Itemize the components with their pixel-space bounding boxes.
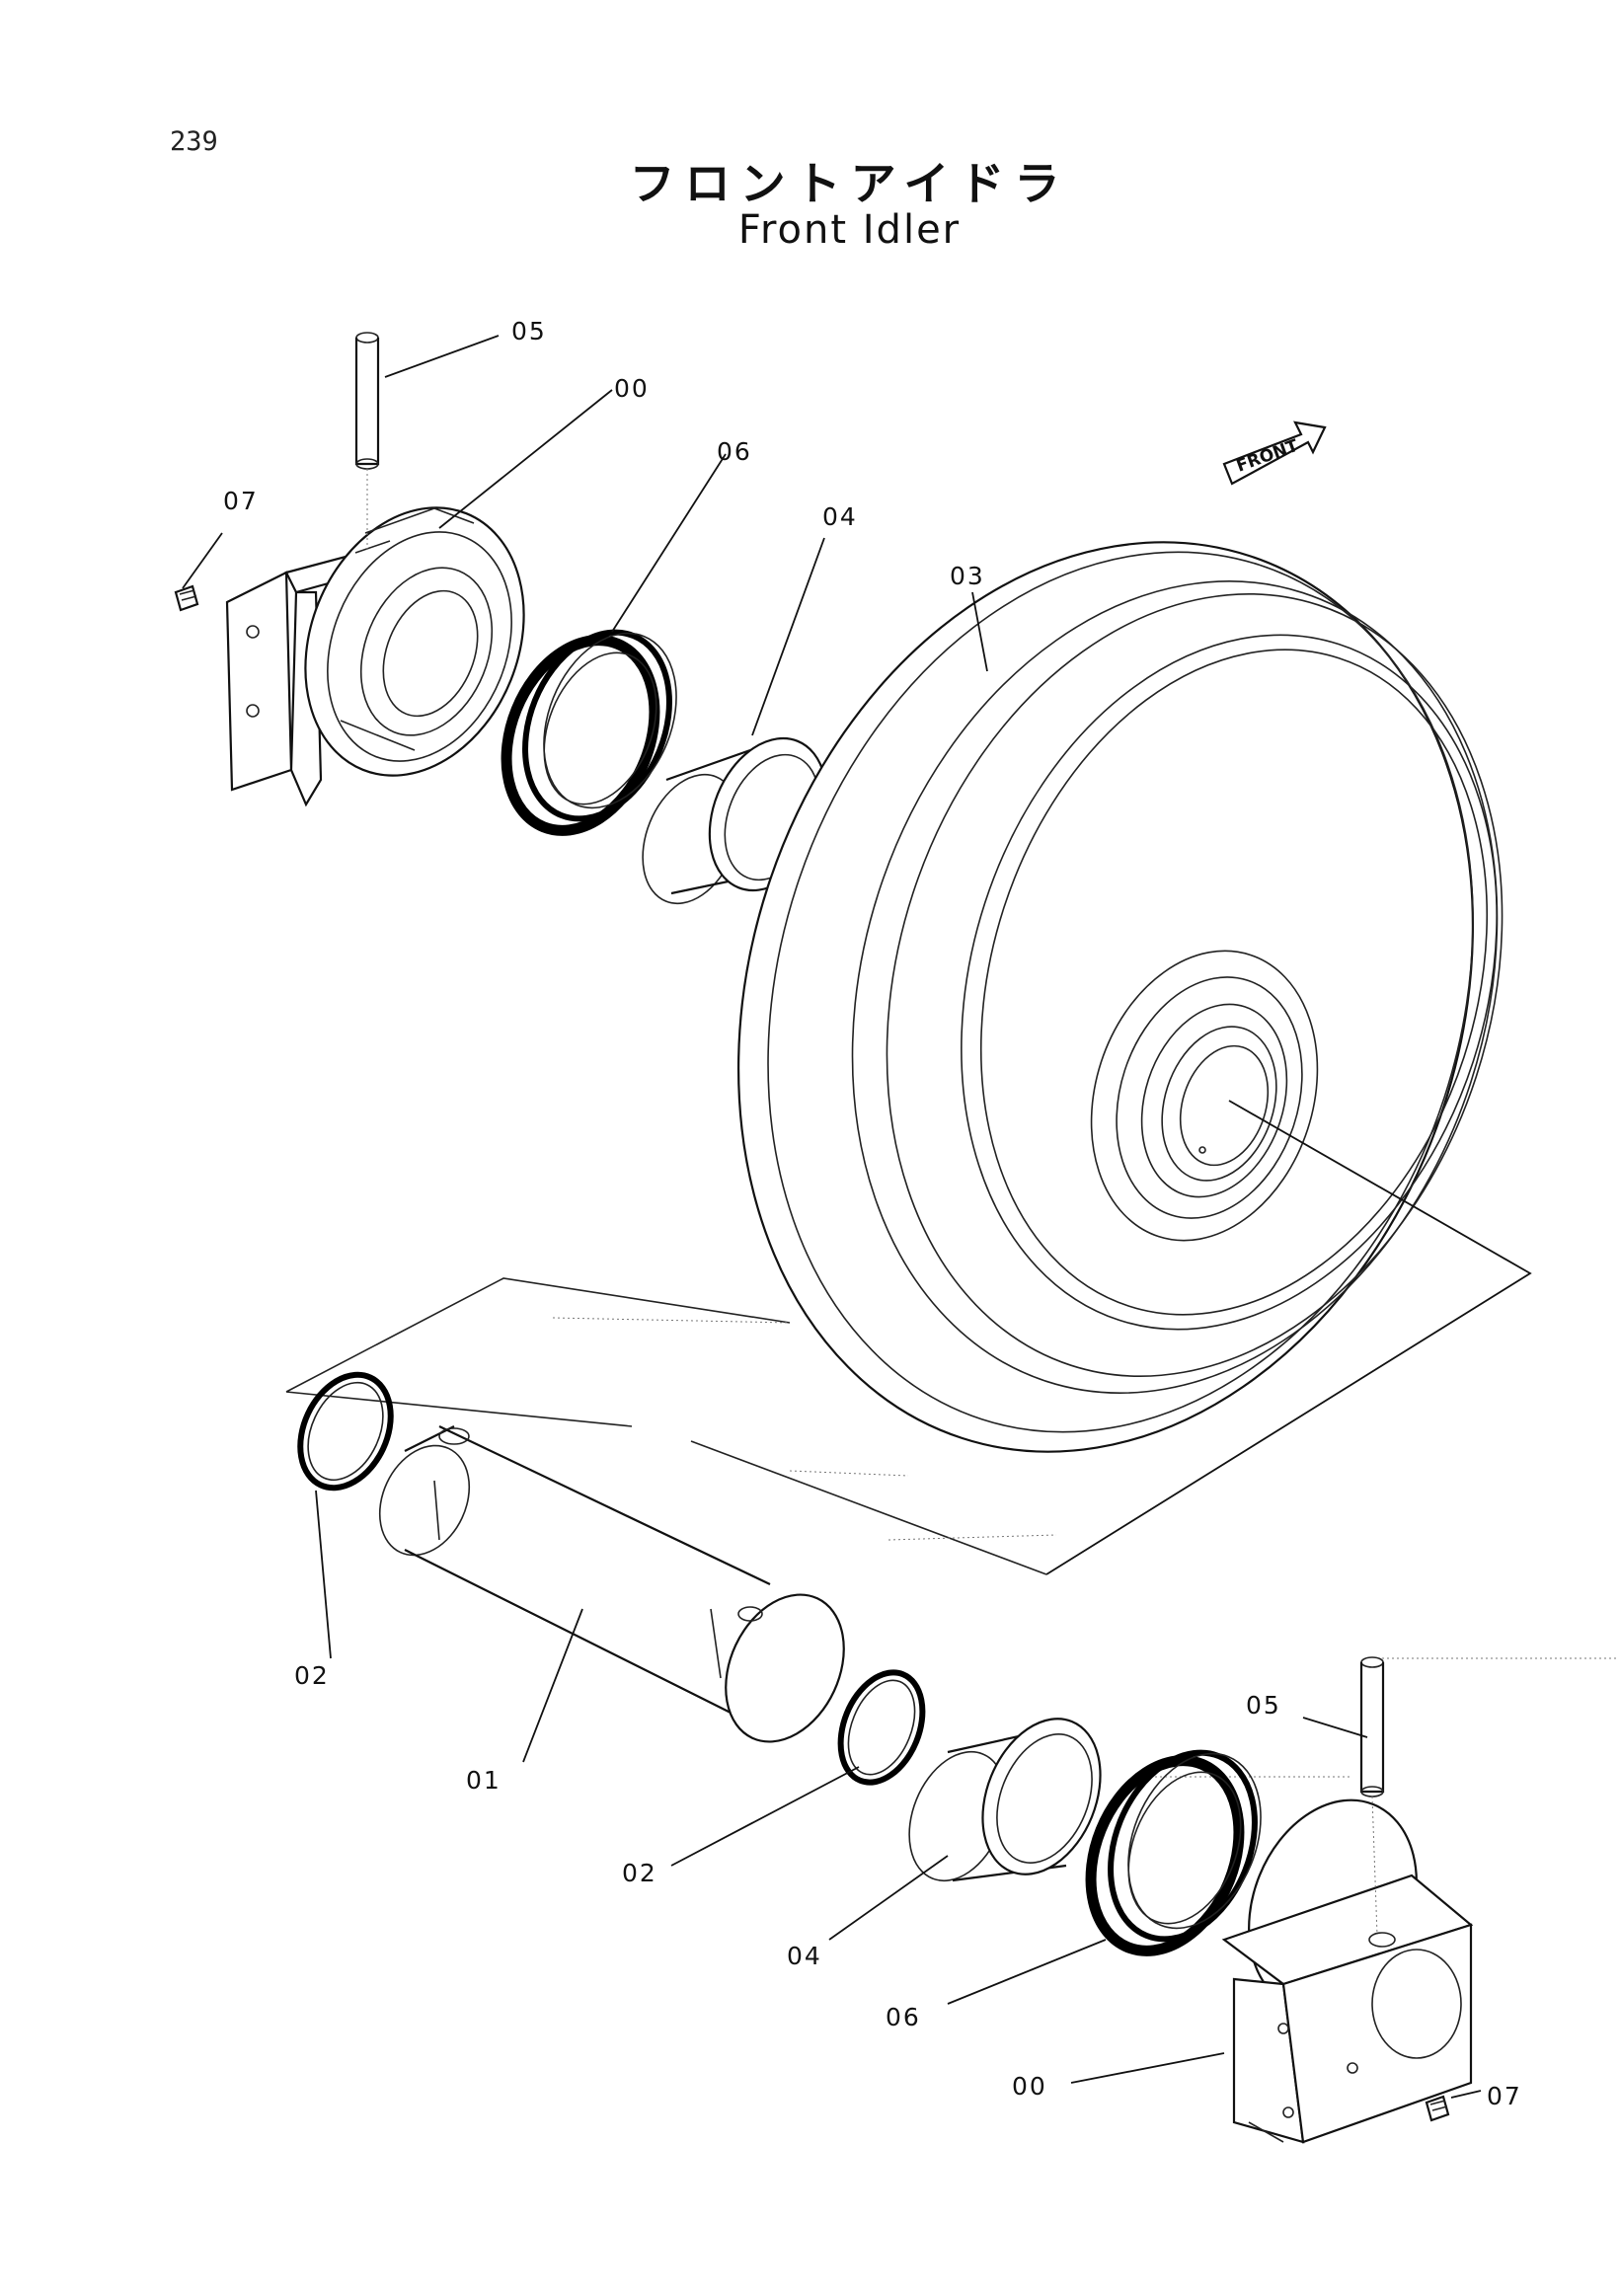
- callout-06-lower: 06: [886, 2003, 921, 2031]
- shaft: [378, 1425, 845, 1743]
- bushing-lower: [908, 1718, 1102, 1882]
- leader-lines: [182, 335, 1482, 2099]
- callout-05-upper: 05: [511, 317, 547, 345]
- callout-05-lower: 05: [1246, 1691, 1281, 1720]
- upper-bracket: [225, 506, 525, 807]
- assembly-projection-lines: [285, 1277, 1619, 1778]
- front-tag-text: FRONT: [1234, 436, 1301, 477]
- plug-lower: [1425, 2095, 1450, 2122]
- callout-labels: 05 00 06 07 04 03 02 01 02 04 06 05 00 0…: [223, 317, 1522, 2110]
- o-ring-left: [297, 1371, 394, 1492]
- callout-02-left: 02: [294, 1661, 330, 1690]
- callout-00-upper: 00: [614, 374, 650, 403]
- plug-upper: [174, 584, 199, 612]
- callout-04-upper: 04: [822, 502, 858, 531]
- callout-01: 01: [466, 1766, 501, 1795]
- callout-04-lower: 04: [787, 1942, 822, 1970]
- callout-03: 03: [950, 562, 985, 590]
- title-japanese: フロントアイドラ: [629, 157, 1070, 210]
- title-english: Front Idler: [737, 207, 962, 253]
- pin-upper: [354, 332, 380, 553]
- pin-lower: [1359, 1656, 1385, 1936]
- callout-06-upper: 06: [717, 437, 752, 466]
- floating-seal-upper: [501, 629, 677, 836]
- front-direction-arrow: FRONT: [1222, 421, 1327, 486]
- callout-02-middle: 02: [622, 1859, 657, 1887]
- callout-07-lower: 07: [1487, 2082, 1522, 2110]
- idler-wheel: [736, 541, 1532, 1575]
- floating-seal-lower: [1085, 1749, 1262, 1956]
- callout-07-upper: 07: [223, 487, 259, 515]
- callout-00-lower: 00: [1012, 2072, 1047, 2101]
- page-number: 239: [170, 126, 218, 157]
- o-ring-middle: [837, 1669, 926, 1786]
